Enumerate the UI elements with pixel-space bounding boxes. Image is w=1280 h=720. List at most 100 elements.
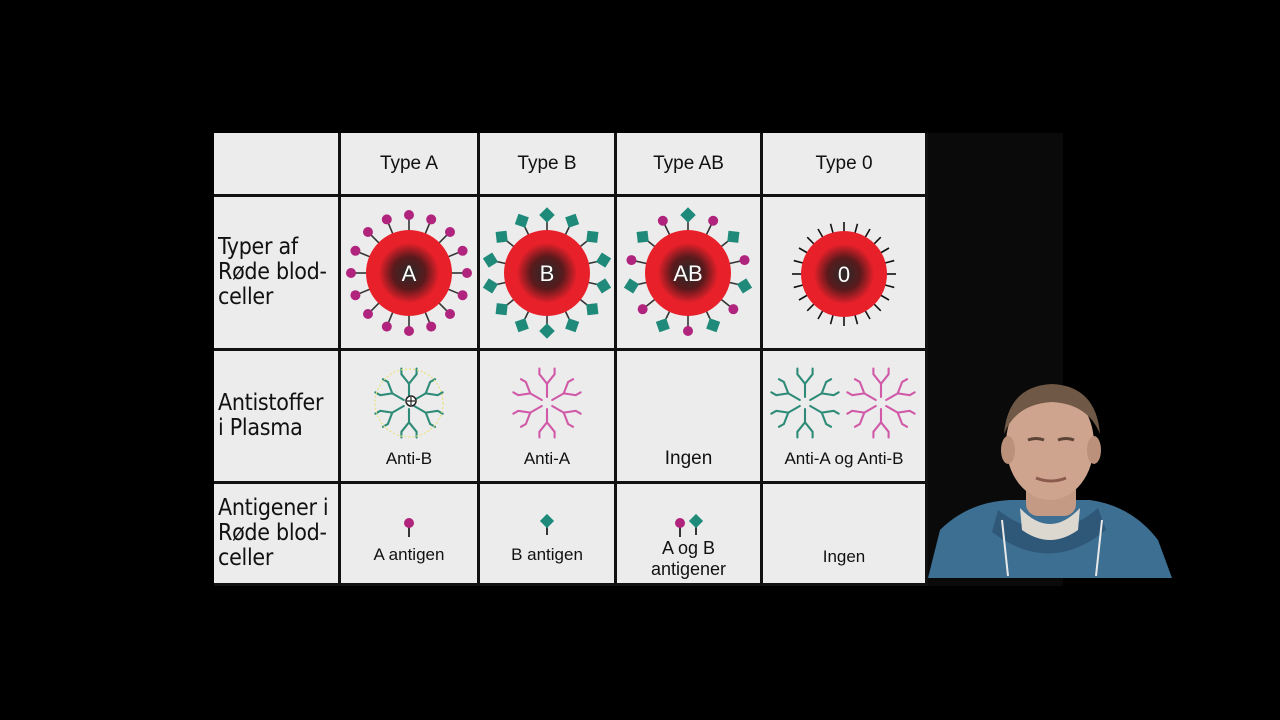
antigen-stem: [798, 294, 809, 301]
cell-diagram-b: B: [480, 197, 614, 348]
cell-antibody-a: Anti-B: [341, 351, 477, 481]
b-antigen-icon: [495, 230, 508, 243]
blood-type-table: Type A Type B Type AB Type 0 Typer af Rø…: [214, 133, 928, 586]
cell-diagram-0: 0: [763, 197, 925, 348]
antigen-label: A og B antigener: [617, 538, 760, 580]
b-antigen-icon: [482, 278, 499, 294]
y-antibody-icon: [400, 407, 418, 439]
b-antigen-icon: [514, 213, 529, 228]
y-antibody-icon: [885, 378, 916, 402]
antigen-stem: [817, 228, 824, 239]
antigen-stem: [806, 236, 815, 245]
antibody-label: Anti-A: [523, 449, 571, 468]
antibody-cluster-anti-b: [374, 367, 444, 439]
cell-antigen-ab: A og B antigener: [617, 484, 760, 583]
row-label-line: Røde blod-: [218, 520, 327, 546]
y-antibody-icon: [872, 407, 890, 439]
cell-body: [504, 230, 590, 316]
slide: Type A Type B Type AB Type 0 Typer af Rø…: [214, 133, 1063, 586]
a-antigen-icon: [708, 215, 719, 226]
y-antibody-icon: [512, 378, 543, 402]
ab-antigen-icons: [675, 513, 704, 537]
b-antigen-icon: [727, 230, 740, 243]
a-antigen-icon: [462, 268, 472, 278]
cell-diagram-a: A: [341, 197, 477, 348]
header-type-ab: Type AB: [617, 133, 760, 194]
a-antigen-icon: [362, 309, 373, 320]
b-antigen-icon: [565, 213, 580, 228]
b-antigen-icon: [706, 318, 721, 333]
cell-antigen-a: A antigen: [341, 484, 477, 583]
y-antibody-icon: [809, 404, 840, 428]
cell-type-letter: 0: [838, 262, 850, 287]
red-blood-cell-b: B: [482, 207, 612, 339]
b-antigen-icon: [586, 303, 599, 316]
y-antibody-icon: [374, 404, 405, 428]
a-antigen-icon: [426, 214, 437, 225]
corner-cell: [214, 133, 338, 194]
antigen-stem: [884, 259, 895, 264]
b-antigen-icon: [565, 318, 580, 333]
antigen-stem: [864, 228, 871, 239]
a-antigen-icon: [445, 226, 456, 237]
b-antigen-icon: [636, 230, 649, 243]
cell-antibody-0: Anti-A og Anti-B: [763, 351, 925, 481]
antigen-stem: [793, 259, 804, 264]
antigen-stem: [873, 236, 882, 245]
red-blood-cell-ab: AB: [623, 207, 753, 336]
y-antibody-icon: [374, 378, 405, 402]
b-antigen-icon: [539, 513, 555, 535]
antigen-stem: [879, 247, 890, 254]
b-antigen-icon: [688, 513, 704, 529]
antigen-label-line: antigener: [650, 559, 727, 579]
a-antigen-icon: [426, 321, 437, 332]
antigen-label: A antigen: [373, 545, 445, 564]
y-antibody-icon: [770, 378, 801, 402]
a-antigen-icon: [381, 321, 392, 332]
cell-body: [645, 230, 731, 316]
y-antibody-icon: [796, 407, 814, 439]
antibody-label: Anti-B: [385, 449, 433, 468]
antibody-cluster-anti-a: [512, 367, 582, 439]
antigen-stem: [884, 284, 895, 289]
a-antigen-icon: [346, 268, 356, 278]
row-label-line: celler: [218, 284, 274, 310]
row-label-antigens: Antigener i Røde blod- celler: [214, 484, 338, 583]
antigen-stem: [806, 303, 815, 312]
row-label-line: Røde blod-: [218, 259, 327, 285]
header-type-b: Type B: [480, 133, 614, 194]
row-label-line: Antigener i: [218, 495, 329, 521]
b-antigen-icon: [655, 318, 670, 333]
a-antigen-icon: [350, 290, 361, 301]
a-antigen-icon: [739, 255, 750, 266]
a-antigen-icon: [381, 214, 392, 225]
a-antigen-icon: [675, 518, 685, 528]
antigen-stem: [829, 314, 834, 325]
b-antigen-icon: [586, 230, 599, 243]
b-antigen-icon: [623, 278, 640, 294]
a-antigen-icon: [404, 210, 414, 220]
antigen-stem: [879, 294, 890, 301]
cell-type-letter: B: [540, 261, 555, 286]
cell-antibody-ab: Ingen: [617, 351, 760, 481]
antigen-stem: [793, 284, 804, 289]
y-antibody-icon: [846, 404, 877, 428]
cell-body: [801, 231, 887, 317]
a-antigen-icon: [404, 518, 414, 537]
a-antigen-icon: [626, 255, 637, 266]
cursor-icon: [407, 397, 415, 405]
row-label-line: i Plasma: [218, 415, 303, 441]
a-antigen-icon: [350, 245, 361, 256]
a-antigen-icon: [728, 304, 739, 315]
row-label-line: Antistoffer: [218, 390, 324, 416]
a-antigen-icon: [457, 290, 468, 301]
b-antigen-icon: [595, 278, 612, 294]
header-type-0: Type 0: [763, 133, 925, 194]
y-antibody-icon: [872, 367, 890, 399]
y-antibody-icon: [809, 378, 840, 402]
antigen-label: B antigen: [511, 545, 583, 564]
a-antigen-icon: [362, 226, 373, 237]
y-antibody-icon: [538, 367, 556, 399]
red-blood-cell-a: A: [346, 210, 472, 336]
antigen-stem: [854, 223, 859, 234]
